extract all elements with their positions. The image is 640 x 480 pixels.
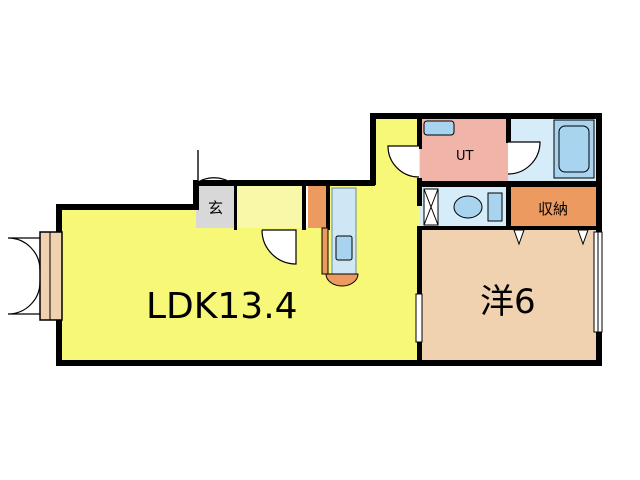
entrance-hall	[236, 186, 304, 228]
walls	[56, 113, 602, 366]
storage-label: 収納	[538, 200, 568, 218]
utility-door	[387, 145, 420, 178]
entrance-closet	[308, 186, 326, 228]
kitchen-counter	[331, 187, 357, 275]
toilet-closet	[423, 188, 439, 226]
western-room-label: 洋6	[480, 282, 536, 322]
ldk-label: LDK13.4	[146, 286, 298, 327]
counter-edge	[321, 227, 329, 275]
bath-door	[507, 141, 541, 175]
kitchen-sink	[335, 235, 353, 261]
western-room-door	[415, 293, 423, 343]
toilet	[453, 192, 503, 222]
storage-closet	[510, 187, 598, 228]
entrance-door	[197, 150, 231, 184]
hall-door	[261, 229, 297, 265]
entrance-label: 玄	[208, 199, 223, 217]
washbasin	[423, 120, 455, 136]
balcony-door-left	[7, 237, 41, 315]
bathtub	[553, 119, 595, 179]
western-room	[420, 228, 598, 362]
utility-label: UT	[456, 149, 474, 164]
genkan-area	[196, 186, 236, 228]
ldk-room	[58, 117, 420, 362]
window-left	[39, 231, 63, 321]
storage-door-marks	[513, 229, 589, 246]
counter-end	[325, 273, 359, 287]
